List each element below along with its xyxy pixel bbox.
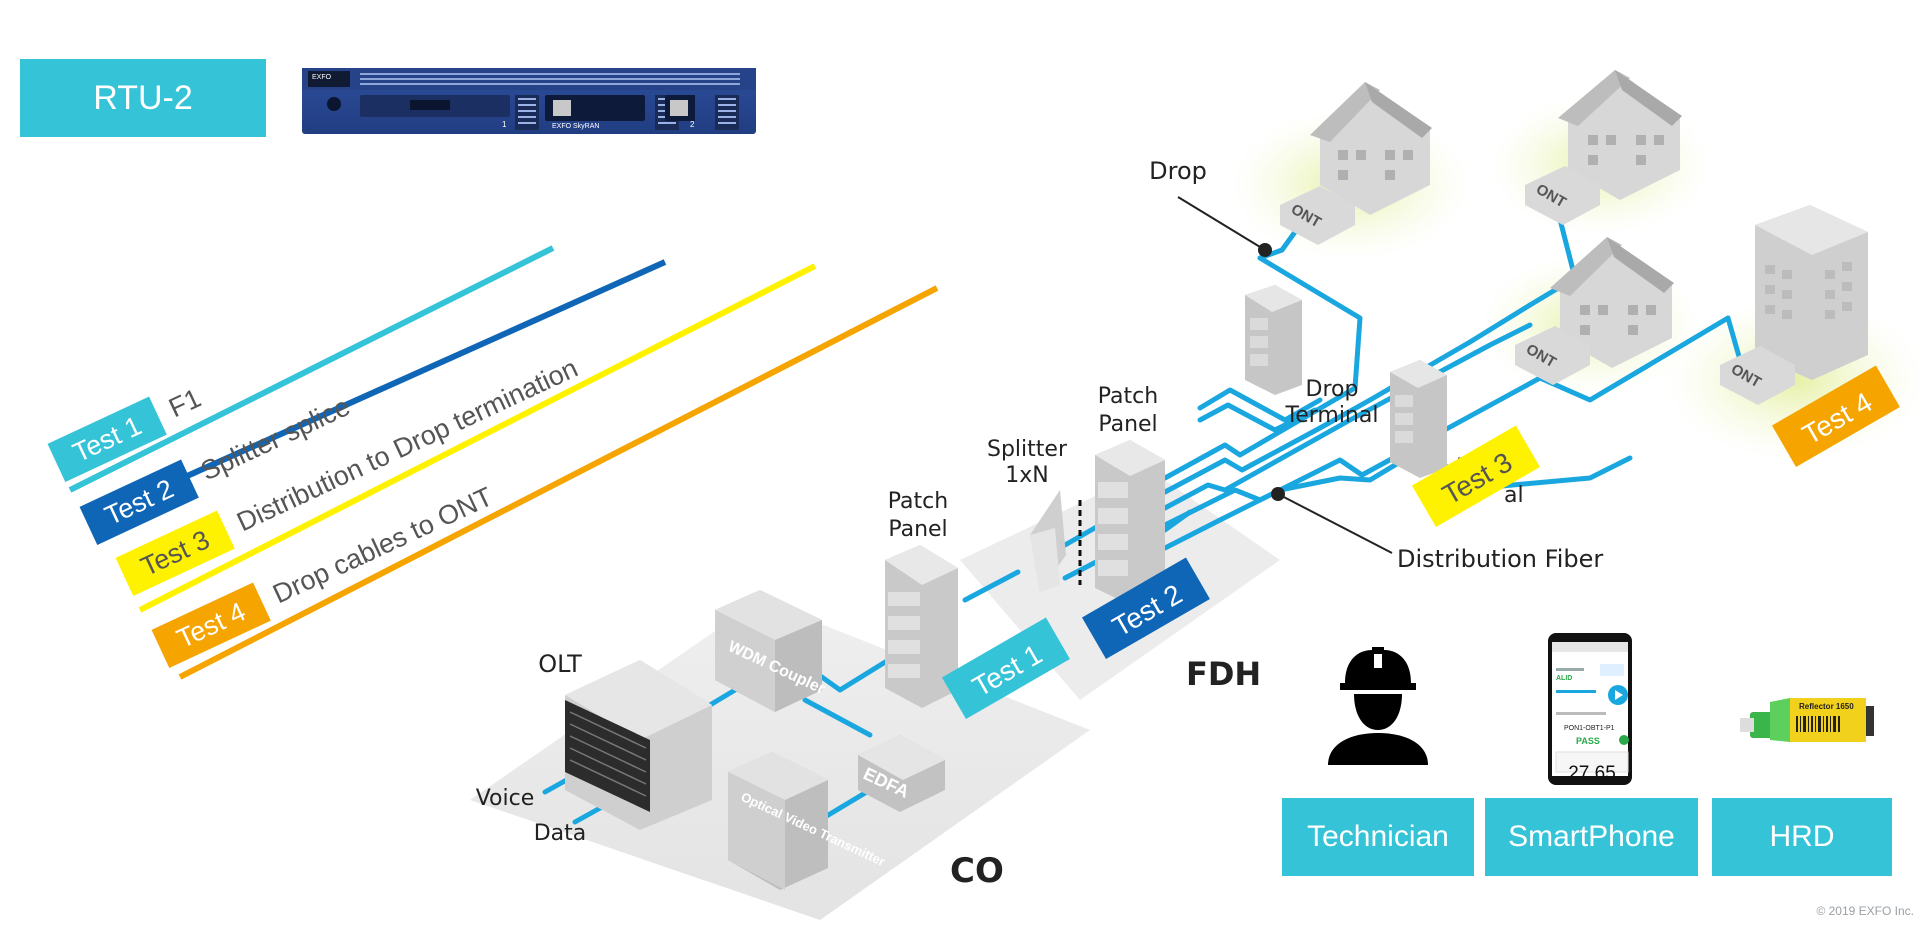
splitter-device — [1030, 490, 1082, 592]
patch-panel-2-line1: Patch — [1098, 384, 1158, 409]
rtu-port-1: 1 — [502, 120, 507, 129]
house-2 — [1558, 70, 1682, 200]
house-3 — [1550, 237, 1674, 368]
legend-item-test4: Test 4 Drop cables to ONT — [151, 481, 497, 668]
phone-row-1: ALID — [1556, 675, 1572, 682]
hrd-device-label: Reflector 1650 — [1799, 702, 1854, 711]
phone-row-3: PASS — [1576, 736, 1600, 746]
patch-panel-1-line1: Patch — [888, 489, 948, 514]
co-label: CO — [950, 851, 1004, 891]
fdh-label: FDH — [1186, 655, 1261, 693]
fiber-lines — [542, 197, 1743, 825]
ont-house-3: ONT — [1515, 326, 1590, 385]
phone-row-2: PON1-OBT1-P1 — [1564, 725, 1615, 732]
rtu-device-image: EXFO 1 2 E — [302, 68, 756, 134]
apartment-building — [1755, 205, 1868, 380]
drop-terminal-2 — [1390, 360, 1447, 478]
rtu-port-2: 2 — [690, 120, 695, 129]
phone-value: 27.65 — [1568, 763, 1616, 784]
tag-test4: Test 4 — [1772, 365, 1900, 468]
edfa-device: EDFA — [858, 735, 945, 812]
drop-terminal-1 — [1245, 285, 1302, 395]
distribution-fiber-label: Distribution Fiber — [1397, 545, 1603, 573]
ont-house-2: ONT — [1525, 166, 1600, 225]
smartphone-image: ALID PON1-OBT1-P1 PASS 27.65 — [1548, 633, 1632, 785]
hrd-reflector-image: Reflector 1650 — [1740, 698, 1874, 742]
olt-device — [565, 660, 712, 830]
voice-label: Voice — [476, 786, 535, 811]
smartphone-box: SmartPhone — [1485, 798, 1698, 876]
optical-video-transmitter: Optical Video Transmitter — [728, 752, 888, 890]
technician-icon — [1328, 647, 1428, 765]
drop-terminal-line1: Drop — [1306, 377, 1359, 402]
legend-line-test3 — [138, 263, 817, 613]
ont-building: ONT — [1720, 346, 1795, 405]
data-label: Data — [534, 821, 587, 846]
hrd-box: HRD — [1712, 798, 1892, 876]
splitter-line2: 1xN — [1005, 463, 1048, 488]
olt-label: OLT — [538, 650, 582, 678]
wdm-coupler: WDM Coupler — [715, 590, 828, 712]
splitter-line1: Splitter — [987, 437, 1068, 462]
legend-line-test4 — [178, 285, 939, 680]
patch-panel-1-line2: Panel — [888, 517, 947, 542]
technician-box: Technician — [1282, 798, 1474, 876]
legend-line-test1 — [68, 245, 555, 493]
rtu-label: RTU-2 — [20, 59, 266, 137]
legend-line-test2 — [98, 259, 667, 518]
patch-panel-1 — [885, 545, 958, 708]
patch-panel-2 — [1095, 440, 1165, 605]
legend-desc-test1: F1 — [164, 383, 205, 424]
legend-lines — [68, 245, 939, 680]
ont-house-1: ONT — [1280, 186, 1355, 245]
callout-lines — [1177, 196, 1393, 554]
drop-terminal-2-line2: al — [1504, 483, 1524, 508]
drop-terminal-line2: Terminal — [1285, 403, 1379, 428]
patch-panel-2-line2: Panel — [1098, 412, 1157, 437]
rtu-brand: EXFO — [312, 74, 332, 81]
house-1 — [1310, 82, 1432, 215]
rtu-model: EXFO SkyRAN — [552, 123, 599, 130]
drop-label: Drop — [1149, 157, 1207, 185]
copyright-text: © 2019 EXFO Inc. — [1816, 904, 1914, 918]
